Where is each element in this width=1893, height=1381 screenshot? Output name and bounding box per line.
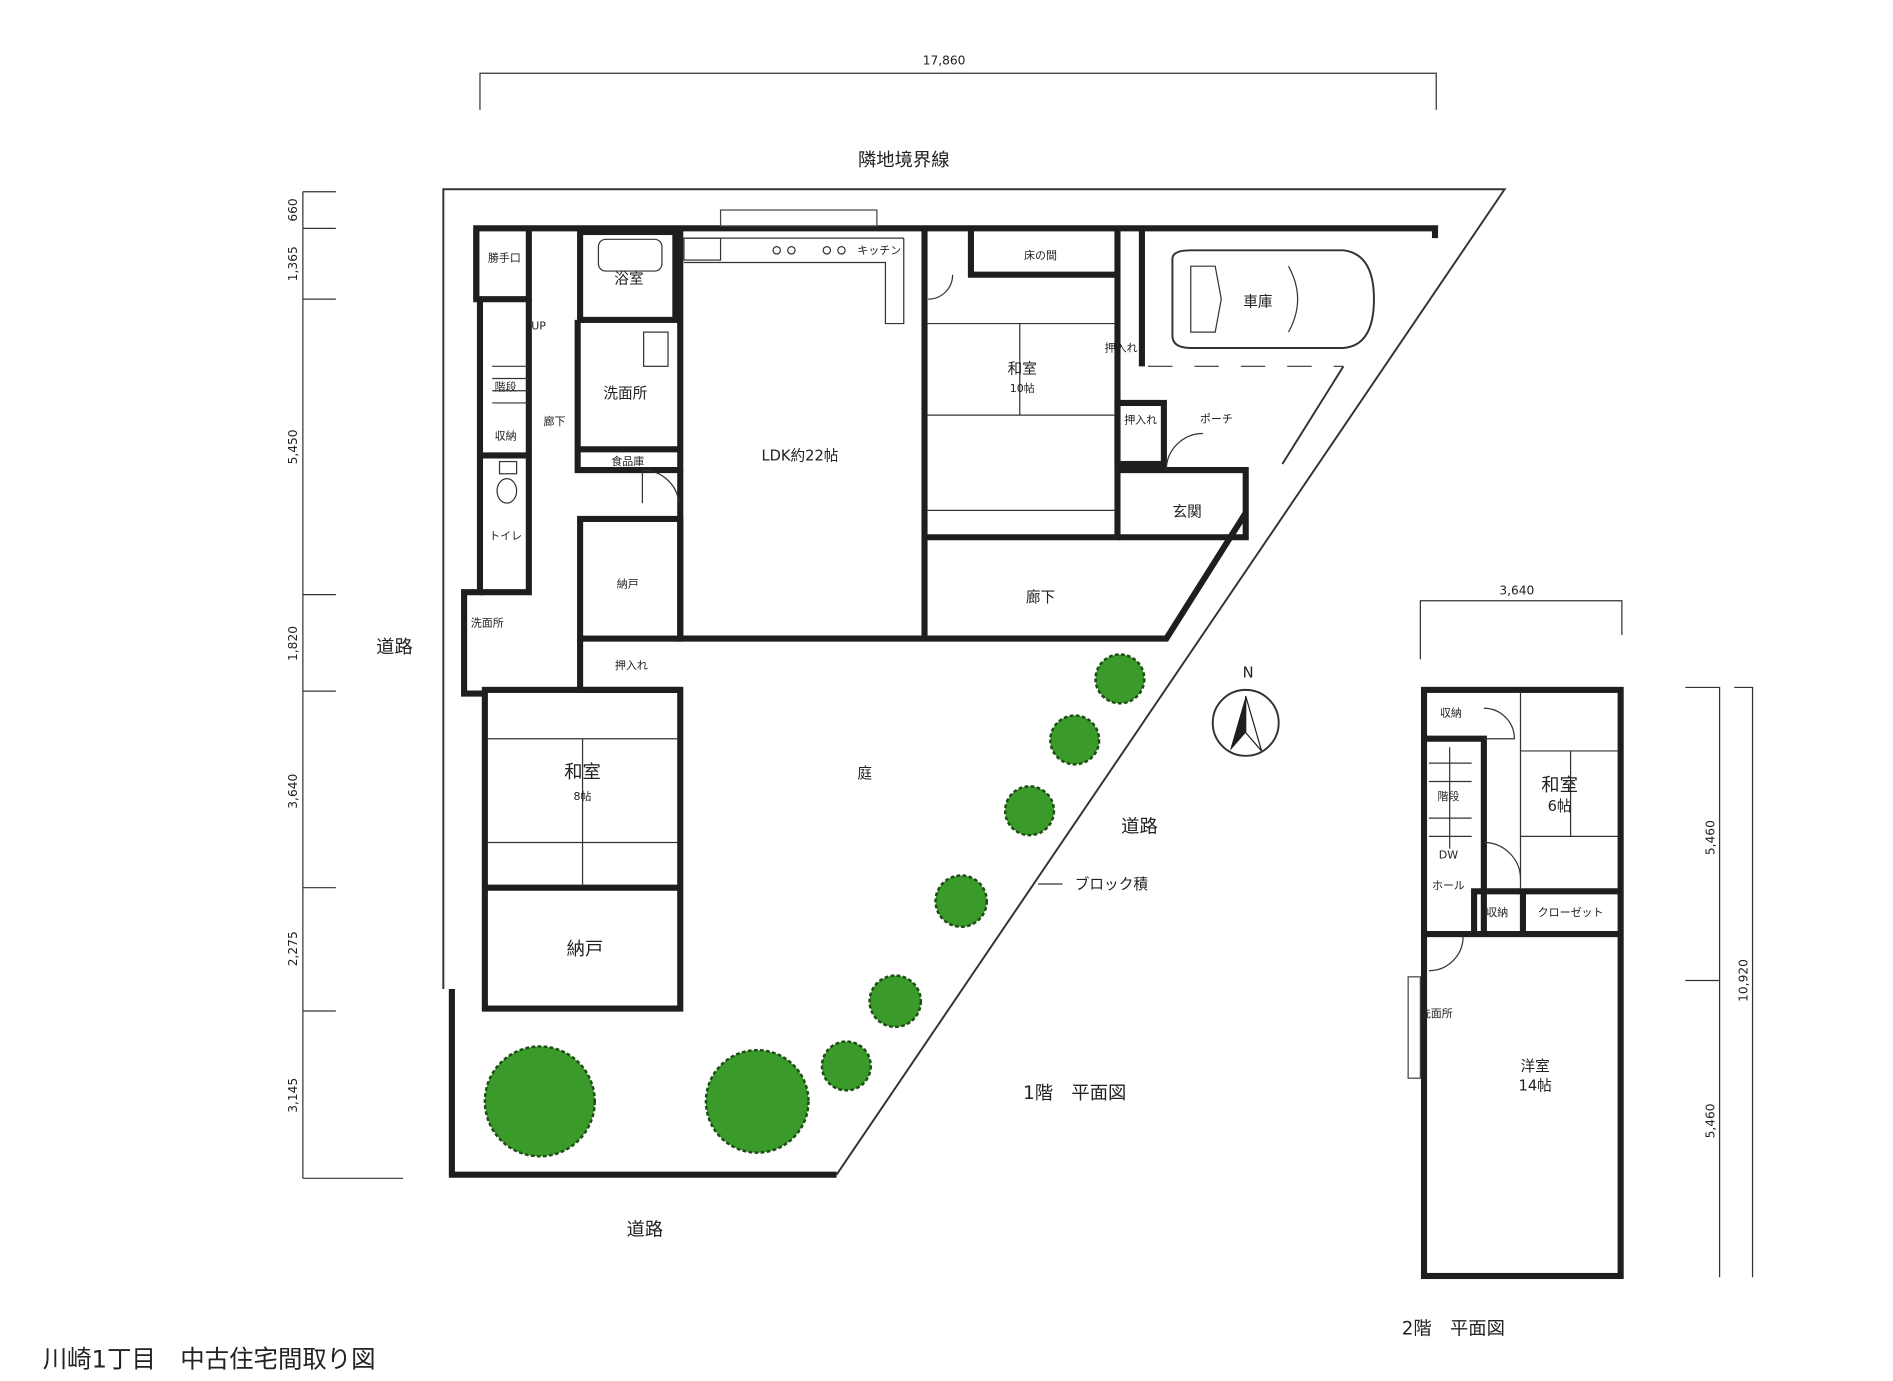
f2-room-western: 洋室 [1521,1058,1550,1075]
dim-1820: 1,820 [286,626,300,661]
floor2-dim-total: 10,920 [1737,959,1751,1002]
room-closet-low: 押入れ [615,658,648,672]
room-garage: 車庫 [1243,293,1272,310]
road-south: 道路 [627,1220,664,1241]
room-nando1: 納戸 [617,577,639,590]
top-dimension: 17,860 [479,54,1437,110]
room-back-door: 勝手口 [488,250,521,264]
room-ldk: LDK約22帖 [761,447,838,464]
room-washitsu10: 和室 [1008,361,1037,378]
stairs-up: UP [531,320,546,333]
room-tokonoma: 床の間 [1024,248,1057,262]
dim-3640: 3,640 [286,774,300,809]
f2-room-stairs: 階段 [1437,789,1459,803]
room-entrance: 玄関 [1172,504,1201,521]
f2-room-closet: クローゼット [1538,906,1604,919]
dim-2275: 2,275 [286,931,300,966]
room-washroom: 洗面所 [603,385,647,402]
tree-icon [1049,714,1101,766]
room-hall-west: 廊下 [543,414,565,428]
f2-room-hall: ホール [1432,879,1465,892]
tree-icon [868,974,923,1029]
site-boundary [442,188,1507,1178]
block-wall-label: ブロック積 [1075,875,1149,893]
room-kitchen: キッチン [857,244,901,257]
floor2-dim-upper: 5,460 [1704,820,1718,855]
f2-stairs-down: DW [1439,848,1458,861]
floor2-label: 2階 平面図 [1402,1319,1505,1340]
room-toilet: トイレ [489,530,522,543]
tree-icon [1094,653,1146,705]
north-compass-icon: N [1211,665,1280,757]
dim-3145: 3,145 [286,1078,300,1113]
room-stairs: 階段 [495,380,517,394]
f2-room-western-size: 14帖 [1519,1077,1552,1094]
room-bath: 浴室 [614,270,643,287]
f2-room-washroom: 洗面所 [1420,1007,1453,1020]
document-title: 川崎1丁目 中古住宅間取り図 [43,1345,376,1374]
floor1-label: 1階 平面図 [1023,1083,1126,1104]
room-pantry: 食品庫 [611,454,644,468]
room-hall-south: 廊下 [1026,589,1055,606]
garden-trees [483,653,1146,1158]
floor2-dim-lower: 5,460 [1704,1103,1718,1138]
tree-icon [1003,785,1056,837]
top-dimension-label: 17,860 [923,54,966,68]
room-storage: 収納 [495,430,517,443]
tree-icon [483,1045,596,1158]
f2-room-storage1: 収納 [1440,707,1462,720]
room-nando2: 納戸 [567,939,604,960]
boundary-label: 隣地境界線 [858,150,950,171]
tree-icon [820,1040,873,1092]
room-washitsu8: 和室 [564,762,601,783]
room-garden: 庭 [857,765,872,782]
left-dimensions: 660 1,365 5,450 1,820 3,640 2,275 3,145 [286,191,404,1179]
room-washitsu10-size: 10帖 [1010,382,1035,395]
north-label: N [1243,665,1254,682]
f2-room-washitsu6-size: 6帖 [1548,798,1572,815]
room-porch: ポーチ [1200,412,1233,425]
dim-660: 660 [286,198,300,221]
car-icon [1171,249,1375,349]
f2-room-washitsu6: 和室 [1541,775,1578,796]
floor1-room-labels: 勝手口 浴室 キッチン 床の間 車庫 和室 10帖 押入れ 押入れ ポーチ 洗面… [376,244,1272,1241]
floor1-walls [461,209,1439,1012]
floor2-top-dimension: 3,640 [1499,584,1534,598]
road-west: 道路 [376,637,413,658]
tree-icon [934,874,989,928]
floor2-plan: 3,640 5,460 10,920 5,460 収納 階段 DW ホール 和室… [1402,584,1754,1340]
room-washitsu8-size: 8帖 [574,790,592,803]
room-closet-small: 押入れ [1105,341,1138,355]
room-closet-mid: 押入れ [1124,413,1157,427]
dim-5450: 5,450 [286,429,300,464]
room-washroom2: 洗面所 [471,616,504,629]
dim-1365: 1,365 [286,246,300,281]
tree-icon [704,1048,810,1154]
f2-room-storage2: 収納 [1486,906,1508,919]
road-east: 道路 [1121,817,1158,838]
